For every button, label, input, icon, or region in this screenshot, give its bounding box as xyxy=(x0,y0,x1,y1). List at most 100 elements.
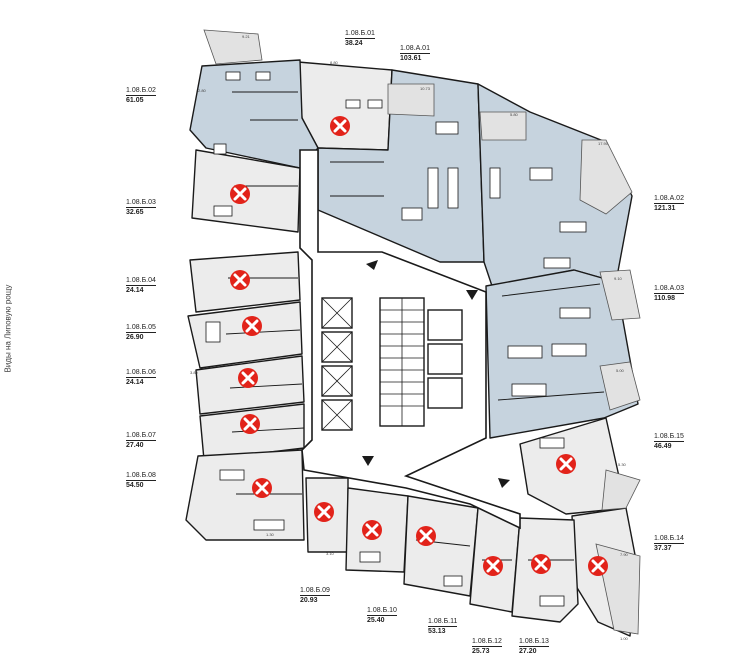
unit-1-08-b-08[interactable] xyxy=(185,449,305,541)
sold-mark-cross xyxy=(245,319,259,333)
unit-code: 1.08.Б.04 xyxy=(126,277,156,286)
sold-mark-cross xyxy=(333,119,347,133)
unit-code: 1.08.А.03 xyxy=(654,285,684,294)
unit-label-1-08-b-06[interactable]: 1.08.Б.06 24.14 xyxy=(124,367,158,388)
sold-mark-cross xyxy=(365,523,379,537)
terrace-area: 1.00 xyxy=(620,636,629,641)
sold-mark-cross xyxy=(419,529,433,543)
terrace-area: 9.10 xyxy=(614,276,623,281)
desk-icon xyxy=(529,167,553,181)
unit-area: 103.61 xyxy=(400,55,422,62)
sold-mark-cross xyxy=(534,557,548,571)
unit-code: 1.08.Б.09 xyxy=(300,587,330,596)
shaft xyxy=(427,377,463,409)
terrace-area: 10.73 xyxy=(420,86,431,91)
terrace xyxy=(579,139,633,215)
unit-label-1-08-b-02[interactable]: 1.08.Б.02 61.05 xyxy=(124,85,158,106)
terrace xyxy=(203,29,263,65)
unit-label-1-08-b-08[interactable]: 1.08.Б.08 54.50 xyxy=(124,470,158,491)
unit-code: 1.08.Б.08 xyxy=(126,472,156,481)
unit-area: 26.90 xyxy=(126,334,144,341)
unit-label-1-08-b-07[interactable]: 1.08.Б.07 27.40 xyxy=(124,430,158,451)
sold-mark-cross xyxy=(486,559,500,573)
sold-mark-icon xyxy=(230,184,250,204)
desk-icon xyxy=(225,71,241,81)
desk-icon xyxy=(511,383,547,397)
desk-icon xyxy=(205,321,221,343)
desk-icon xyxy=(447,167,459,209)
unit-area: 32.65 xyxy=(126,209,144,216)
unit-label-1-08-a-01[interactable]: 1.08.А.01 103.61 xyxy=(398,43,432,64)
unit-area: 54.50 xyxy=(126,482,144,489)
unit-code: 1.08.Б.01 xyxy=(345,30,375,39)
unit-label-1-08-b-15[interactable]: 1.08.Б.15 46.49 xyxy=(652,431,686,452)
sold-mark-icon xyxy=(314,502,334,522)
terrace-area: 3.80 xyxy=(190,370,199,375)
sold-mark-icon xyxy=(330,116,350,136)
desk-icon xyxy=(213,205,233,217)
unit-area: 37.37 xyxy=(654,545,672,552)
unit-1-08-b-05[interactable] xyxy=(187,301,303,369)
desk-icon xyxy=(507,345,543,359)
terrace-area: 17.90 xyxy=(598,141,609,146)
sold-mark-cross xyxy=(243,417,257,431)
unit-area: 121.31 xyxy=(654,205,676,212)
unit-area: 27.40 xyxy=(126,442,144,449)
desk-icon xyxy=(539,595,565,607)
unit-code: 1.08.А.01 xyxy=(400,45,430,54)
sold-mark-cross xyxy=(233,187,247,201)
sold-mark-cross xyxy=(559,457,573,471)
unit-label-1-08-b-12[interactable]: 1.08.Б.12 25.73 xyxy=(470,636,504,657)
desk-icon xyxy=(213,143,227,155)
unit-label-1-08-b-03[interactable]: 1.08.Б.03 32.65 xyxy=(124,197,158,218)
unit-code: 1.08.Б.03 xyxy=(126,199,156,208)
sold-mark-icon xyxy=(238,368,258,388)
unit-label-1-08-b-05[interactable]: 1.08.Б.05 26.90 xyxy=(124,322,158,343)
desk-icon xyxy=(367,99,383,109)
sold-mark-icon xyxy=(588,556,608,576)
unit-code: 1.08.Б.11 xyxy=(428,618,458,627)
sold-mark-cross xyxy=(233,273,247,287)
unit-label-1-08-b-04[interactable]: 1.08.Б.04 24.14 xyxy=(124,275,158,296)
unit-area: 24.14 xyxy=(126,379,144,386)
terrace-area: 9.21 xyxy=(242,34,251,39)
unit-area: 24.14 xyxy=(126,287,144,294)
sold-mark-icon xyxy=(362,520,382,540)
unit-label-1-08-b-10[interactable]: 1.08.Б.10 25.40 xyxy=(365,605,399,626)
sold-mark-cross xyxy=(317,505,331,519)
direction-arrow-icon xyxy=(366,260,378,270)
unit-code: 1.08.Б.15 xyxy=(654,433,684,442)
unit-code: 1.08.Б.07 xyxy=(126,432,156,441)
direction-arrow-icon xyxy=(362,456,374,466)
terrace-area: 3.10 xyxy=(326,551,335,556)
desk-icon xyxy=(345,99,361,109)
unit-code: 1.08.Б.13 xyxy=(519,638,549,647)
unit-code: 1.08.Б.14 xyxy=(654,535,684,544)
unit-label-1-08-b-09[interactable]: 1.08.Б.09 20.93 xyxy=(298,585,332,606)
unit-code: 1.08.Б.06 xyxy=(126,369,156,378)
sold-mark-cross xyxy=(241,371,255,385)
unit-area: 46.49 xyxy=(654,443,672,450)
unit-code: 1.08.Б.12 xyxy=(472,638,502,647)
terrace-area: 5.30 xyxy=(618,462,627,467)
unit-label-1-08-b-01[interactable]: 1.08.Б.01 38.24 xyxy=(343,28,377,49)
terrace-area: 5.00 xyxy=(616,368,625,373)
unit-area: 53.13 xyxy=(428,628,446,635)
sold-mark-icon xyxy=(416,526,436,546)
unit-code: 1.08.Б.10 xyxy=(367,607,397,616)
unit-area: 38.24 xyxy=(345,40,363,47)
unit-label-1-08-b-11[interactable]: 1.08.Б.11 53.13 xyxy=(426,616,460,637)
unit-label-1-08-a-02[interactable]: 1.08.А.02 121.31 xyxy=(652,193,686,214)
terrace xyxy=(601,469,641,511)
sold-mark-icon xyxy=(230,270,250,290)
unit-label-1-08-b-14[interactable]: 1.08.Б.14 37.37 xyxy=(652,533,686,554)
unit-area: 61.05 xyxy=(126,97,144,104)
unit-label-1-08-b-13[interactable]: 1.08.Б.13 27.20 xyxy=(517,636,551,657)
shaft xyxy=(427,309,463,341)
sold-mark-icon xyxy=(240,414,260,434)
unit-area: 27.20 xyxy=(519,648,537,655)
unit-label-1-08-a-03[interactable]: 1.08.А.03 110.98 xyxy=(652,283,686,304)
desk-icon xyxy=(435,121,459,135)
terrace xyxy=(387,83,435,117)
